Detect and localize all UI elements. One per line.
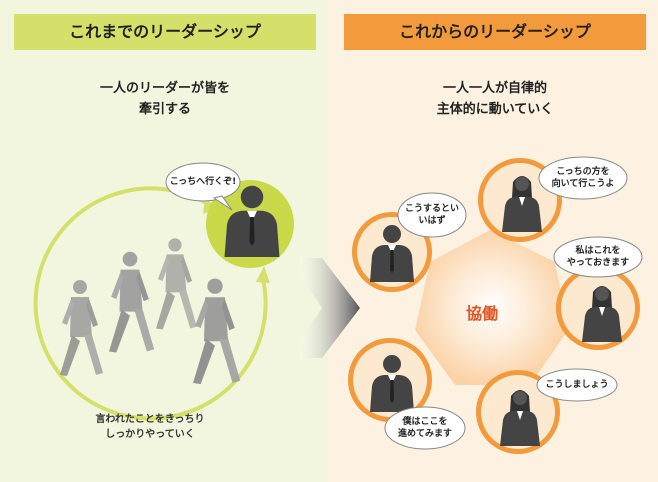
cycle-arrow-head-right — [256, 266, 270, 283]
bubble-3-line1: 私はこれを — [575, 246, 621, 256]
member-circle-5 — [348, 338, 432, 422]
left-subtitle-line2: 牽引する — [138, 102, 191, 117]
right-subtitle-line2: 主体的に動いていく — [436, 102, 554, 117]
collaboration-label: 協働 — [466, 304, 499, 323]
bubble-1-line1: こうするとい — [404, 204, 459, 214]
bubble-3-text: 私はこれを やっておきます — [556, 245, 640, 269]
left-subtitle-line1: 一人のリーダーが皆を — [99, 81, 230, 96]
bubble-1-text: こうするとい いはず — [400, 203, 464, 227]
bubble-5-line2: 進めてみます — [397, 429, 452, 439]
follower-figure-3 — [156, 238, 197, 330]
member-circle-3 — [556, 266, 640, 350]
bubble-4-line1: こうしましょう — [545, 380, 609, 390]
follower-figure-1 — [60, 280, 103, 376]
transition-arrow — [300, 258, 360, 358]
follower-figure-4 — [193, 278, 241, 385]
speech-bubble-1 — [397, 192, 467, 238]
leader-speech-bubble — [165, 162, 241, 202]
cycle-arrow — [33, 186, 268, 421]
right-header: これからのリーダーシップ — [344, 14, 646, 50]
member-circle-4 — [476, 370, 560, 454]
speech-bubble-4 — [536, 368, 618, 402]
speech-bubble-3 — [553, 236, 643, 278]
collaboration-area — [415, 230, 568, 385]
bubble-2-text: こっちの方を 向いて行こうよ — [541, 166, 625, 190]
bubble-3-line2: やっておきます — [566, 258, 630, 268]
bubble-1-line2: いはず — [418, 216, 446, 226]
follower-caption-line2: しっかりやっていく — [105, 429, 195, 440]
bubble-2-line2: 向いて行こうよ — [551, 179, 615, 189]
bubble-2-line1: こっちの方を — [556, 167, 610, 177]
follower-caption-line1: 言われたことをきっちり — [95, 414, 205, 425]
follower-figure-2 — [109, 251, 155, 353]
right-subtitle: 一人一人が自律的 主体的に動いていく — [344, 78, 646, 120]
right-subtitle-line1: 一人一人が自律的 — [442, 81, 547, 96]
member-circle-2 — [478, 158, 562, 242]
leader-bubble-text: こっちへ行くぞ! — [169, 177, 237, 187]
left-header: これまでのリーダーシップ — [14, 14, 316, 50]
bubble-5-line1: 僕はここを — [402, 417, 448, 427]
follower-caption: 言われたことをきっちり しっかりやっていく — [60, 412, 240, 442]
speech-bubble-2 — [538, 156, 628, 200]
bubble-4-text: こうしましょう — [539, 379, 615, 391]
left-subtitle: 一人のリーダーが皆を 牽引する — [14, 78, 316, 120]
speech-bubble-5 — [384, 406, 466, 450]
bubble-5-text: 僕はここを 進めてみます — [387, 416, 463, 440]
